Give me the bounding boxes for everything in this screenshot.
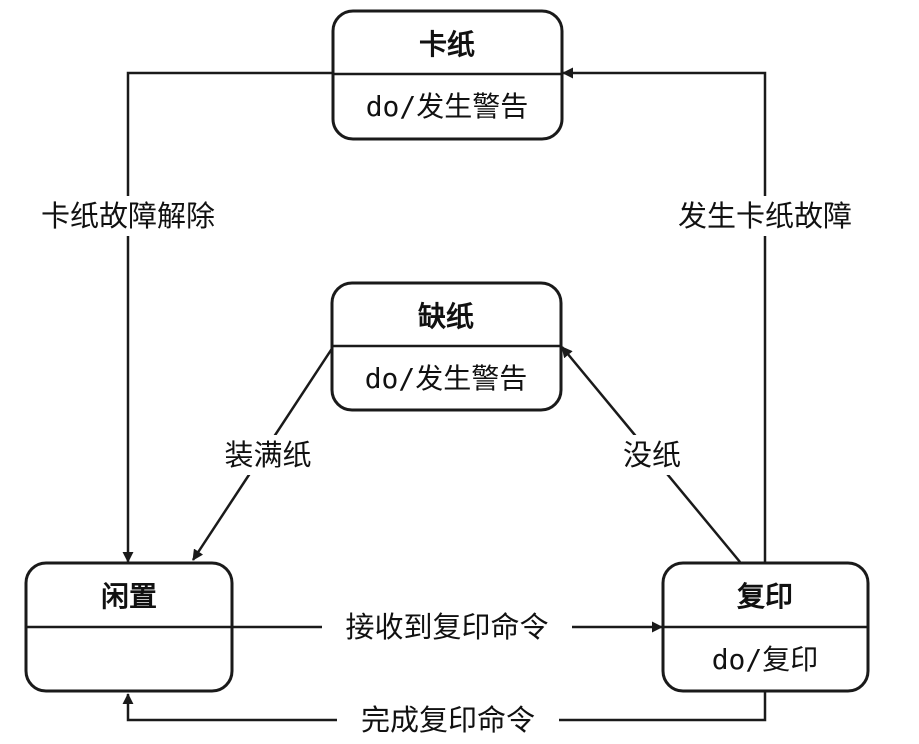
state-idle-name: 闲置 [101,580,157,613]
svg-text:发生卡纸故障: 发生卡纸故障 [678,199,852,233]
label-copy-command: 接收到复印命令 [322,607,572,647]
edge-printing-to-jam [562,67,767,562]
svg-text:装满纸: 装满纸 [224,438,311,472]
edge-jam-to-idle [122,71,333,563]
label-copy-done: 完成复印命令 [337,700,559,740]
svg-text:接收到复印命令: 接收到复印命令 [345,610,548,644]
state-printing: 复印 do/复印 [661,561,870,693]
label-paper-loaded: 装满纸 [213,435,323,475]
svg-text:卡纸故障解除: 卡纸故障解除 [41,199,215,233]
label-no-paper: 没纸 [613,435,691,475]
svg-text:没纸: 没纸 [623,438,681,472]
svg-text:完成复印命令: 完成复印命令 [361,703,535,737]
state-idle: 闲置 [24,561,234,693]
label-jam-occurred: 发生卡纸故障 [662,196,868,236]
label-jam-cleared: 卡纸故障解除 [24,196,230,236]
state-printing-action: do/复印 [712,643,819,676]
state-jam: 卡纸 do/发生警告 [331,9,564,141]
state-out-of-paper-action: do/发生警告 [365,362,528,395]
state-jam-action: do/发生警告 [366,90,529,123]
state-jam-name: 卡纸 [419,28,475,61]
state-out-of-paper-name: 缺纸 [418,300,474,333]
state-printing-name: 复印 [737,580,793,613]
state-out-of-paper: 缺纸 do/发生警告 [330,281,563,412]
